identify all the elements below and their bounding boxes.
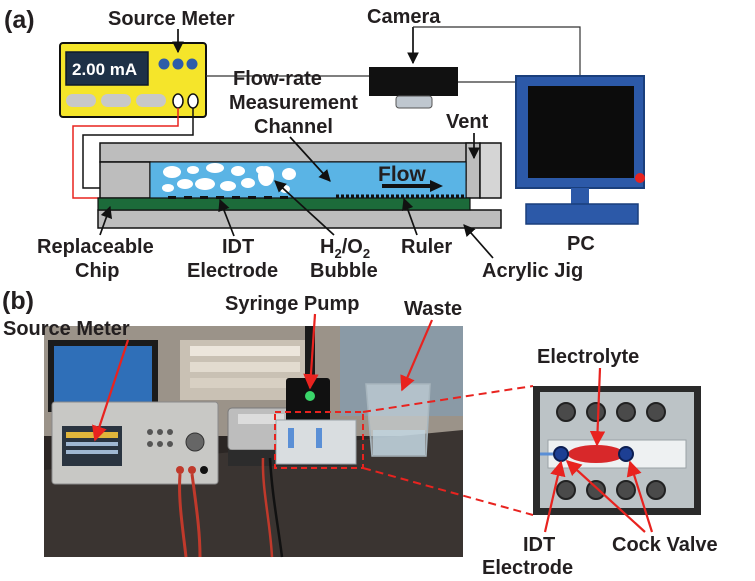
pc-monitor-icon	[515, 75, 645, 225]
panel-a: (a) 2.00 mA Source Meter Camera	[4, 6, 645, 282]
idt-label-a-2: Electrode	[187, 260, 278, 282]
panel-b: (b)	[2, 287, 718, 579]
idt-pointer-a	[218, 198, 235, 237]
meter-display-text: 2.00 mA	[72, 60, 137, 79]
meter-knob-icon	[172, 58, 184, 70]
jig-label: Acrylic Jig	[482, 260, 583, 282]
source-meter-pointer-b	[92, 339, 130, 442]
flow-channel-label-3: Channel	[254, 116, 333, 138]
flow-channel-label-1: Flow-rate	[233, 68, 322, 90]
meter-terminal-icon	[172, 93, 184, 109]
vent-label: Vent	[446, 111, 489, 133]
meter-terminal-icon	[187, 93, 199, 109]
source-meter-label-a: Source Meter	[108, 8, 235, 30]
bubble-pointer	[274, 180, 335, 236]
zoom-line-top	[362, 385, 534, 413]
lab-photo	[44, 326, 463, 558]
idt-electrode-strip	[168, 196, 288, 199]
chip-label-1: Replaceable	[37, 236, 154, 258]
meter-button-icon	[136, 94, 166, 107]
ruler-pointer	[402, 197, 418, 236]
cock-valve-label: Cock Valve	[612, 534, 718, 556]
waste-label: Waste	[404, 298, 462, 320]
bubble-label-2: Bubble	[310, 260, 378, 282]
flow-channel-pointer	[289, 136, 331, 182]
electrolyte-label: Electrolyte	[537, 346, 639, 368]
zoom-line-bottom	[362, 467, 534, 516]
camera-label: Camera	[367, 6, 441, 28]
panel-b-label: (b)	[2, 287, 34, 315]
panel-a-label: (a)	[4, 6, 35, 34]
chip-pointer	[99, 205, 113, 236]
gas-bubbles	[162, 163, 296, 193]
meter-knob-icon	[158, 58, 170, 70]
zoom-region-box	[274, 411, 364, 469]
idt-pointer-b	[543, 460, 566, 533]
chip-label-2: Chip	[75, 260, 119, 282]
flow-arrowhead	[430, 180, 443, 192]
meter-display	[65, 51, 149, 86]
flow-label: Flow	[378, 163, 426, 186]
idt-label-b-2: Electrode	[482, 557, 573, 579]
cock-valve-pointer-right	[626, 460, 654, 533]
ruler-label: Ruler	[401, 236, 452, 258]
replaceable-chip	[97, 197, 471, 211]
camera-icon	[369, 67, 458, 109]
meter-button-icon	[66, 94, 96, 107]
flow-channel-label-2: Measurement	[229, 92, 358, 114]
jig-pointer	[463, 224, 494, 259]
syringe-pump-pointer	[303, 313, 319, 390]
meter-knob-icon	[186, 58, 198, 70]
bubble-label-1: H2/O2	[320, 236, 370, 261]
source-meter-schematic: 2.00 mA	[59, 42, 207, 118]
electrolyte-pointer	[589, 367, 606, 447]
pc-label: PC	[567, 233, 595, 255]
syringe-pump-head	[286, 378, 330, 426]
waste-pointer	[400, 319, 434, 392]
source-meter-label-b: Source Meter	[3, 318, 130, 340]
camera-pc-wire	[206, 26, 581, 83]
meter-button-icon	[101, 94, 131, 107]
idt-label-b-1: IDT	[523, 534, 555, 556]
cock-valve-pointer-left	[565, 459, 646, 533]
syringe-pump-label: Syringe Pump	[225, 293, 359, 315]
chip-inset-photo	[533, 386, 701, 515]
idt-label-a-1: IDT	[222, 236, 254, 258]
